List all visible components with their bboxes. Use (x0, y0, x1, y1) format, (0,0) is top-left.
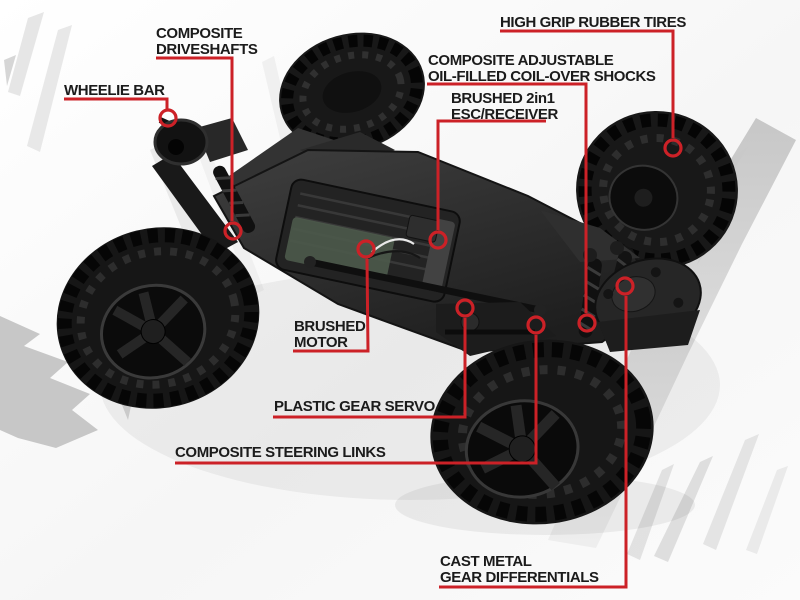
shock-mount-2 (610, 241, 624, 255)
brush-streak-br-3 (746, 466, 788, 554)
center-driveshaft (309, 258, 541, 314)
callout-label: WHEELIE BAR (64, 82, 165, 99)
shock-left (213, 165, 256, 233)
truck-illustration (56, 32, 738, 525)
callout-leader-line (500, 29, 675, 138)
wheel-bottom (430, 339, 654, 525)
brush-stroke-top-left-2 (27, 25, 72, 152)
callout-high-grip-rubber-tires: HIGH GRIP RUBBER TIRES (500, 14, 687, 158)
callout-ring (455, 298, 475, 318)
driveshaft-coupler-rear (304, 256, 316, 268)
callout-leader-line (156, 56, 234, 221)
brush-streak-br-2 (703, 434, 759, 550)
brush-speck (4, 55, 16, 86)
callout-leader-line (175, 335, 538, 465)
front-skid-plate (598, 310, 700, 352)
wire-light (371, 238, 415, 253)
callout-ring (615, 276, 635, 296)
callout-label: COMPOSITE STEERING LINKS (175, 444, 386, 461)
callout-plastic-gear-servo: PLASTIC GEAR SERVO (273, 298, 475, 419)
callout-leader-line (273, 318, 467, 419)
callout-leader-line (64, 97, 169, 109)
brush-streak-right (627, 464, 674, 560)
brush-swoosh-bottom-left (0, 316, 98, 448)
callout-wheelie-bar: WHEELIE BAR (64, 82, 178, 128)
wire-dark (367, 250, 421, 260)
driveshaft-coupler-front (534, 304, 546, 316)
callout-ring (663, 138, 683, 158)
callout-ring (223, 221, 243, 241)
callout-label: PLASTIC GEAR SERVO (274, 398, 436, 415)
callout-leader-line (436, 119, 546, 230)
wheel-left (56, 227, 260, 409)
callout-leader-line (293, 258, 370, 353)
callout-composite-steering-links: COMPOSITE STEERING LINKS (175, 315, 546, 465)
callout-ring (428, 230, 448, 250)
callout-ring (356, 239, 376, 259)
wheelie-bar-part (152, 117, 248, 254)
callout-leader-line (439, 296, 628, 589)
callout-ring (526, 315, 546, 335)
callout-leader-line (427, 82, 588, 313)
brush-streak-br-1 (654, 456, 713, 562)
brush-stroke-top-left (8, 12, 44, 96)
callout-ring (158, 108, 178, 128)
callout-ring (577, 313, 597, 333)
callout-label: HIGH GRIP RUBBER TIRES (500, 14, 686, 31)
